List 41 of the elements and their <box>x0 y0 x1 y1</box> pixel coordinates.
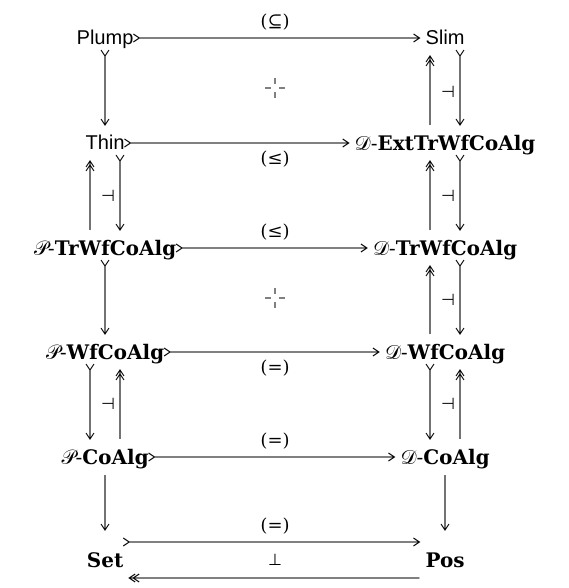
arrow <box>440 475 450 531</box>
arrow <box>85 363 95 440</box>
adjunction-symbol: ⊥ <box>268 551 282 569</box>
edge-label: (=) <box>260 516 290 536</box>
category-label: 𝒟-TrWfCoAlg <box>372 236 518 260</box>
arrow <box>132 33 420 43</box>
category-label: Slim <box>426 26 464 50</box>
arrow <box>100 49 110 126</box>
arrow <box>176 243 368 253</box>
category-label: 𝒫-WfCoAlg <box>46 340 164 364</box>
arrow <box>100 475 110 531</box>
adjunction-symbol: ⊣ <box>441 187 455 205</box>
adjunction-symbol: ⊣ <box>101 187 115 205</box>
arrow <box>425 363 435 440</box>
edge-label: (=) <box>260 431 290 451</box>
category-label: 𝒟-ExtTrWfCoAlg <box>354 131 536 155</box>
category-label: Plump <box>76 26 134 50</box>
category-label: 𝒟-CoAlg <box>400 445 490 469</box>
adjunction-symbol: ⊣ <box>441 291 455 309</box>
edge-label: (≤) <box>260 222 290 242</box>
category-label: 𝒫-TrWfCoAlg <box>34 236 176 260</box>
edge-label: (⊆) <box>260 12 290 32</box>
edge-label: (≤) <box>260 149 290 169</box>
adjunction-symbol: ⊣ <box>101 395 115 413</box>
arrow <box>122 537 420 547</box>
category-label: 𝒫-CoAlg <box>61 445 149 469</box>
edge-label: (=) <box>260 358 290 378</box>
arrow <box>455 154 465 231</box>
arrow <box>115 154 125 231</box>
category-label: Set <box>86 536 124 584</box>
adjunction-symbol: ⊣ <box>441 83 455 101</box>
arrow <box>148 452 395 462</box>
category-label: 𝒟-WfCoAlg <box>384 340 506 364</box>
arrow <box>124 138 350 148</box>
arrow <box>455 49 465 126</box>
category-label: Thin <box>86 131 124 155</box>
arrow <box>164 347 380 357</box>
category-label: Pos <box>425 536 465 584</box>
arrow <box>100 259 110 335</box>
arrow <box>455 259 465 335</box>
adjunction-symbol: ⊣ <box>441 395 455 413</box>
